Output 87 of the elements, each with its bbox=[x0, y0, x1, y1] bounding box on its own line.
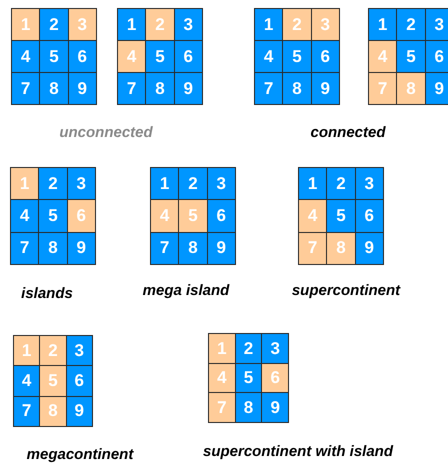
grid-cell: 6 bbox=[206, 199, 236, 233]
grid-cell: 2 bbox=[145, 8, 175, 41]
grid-cell: 5 bbox=[38, 199, 68, 233]
grid-cell: 3 bbox=[206, 167, 236, 200]
grid-cell: 7 bbox=[254, 72, 284, 105]
grid-cell: 8 bbox=[178, 232, 208, 265]
grid-cell: 7 bbox=[150, 232, 180, 265]
grid-cell: 9 bbox=[66, 232, 96, 265]
caption-text: connected bbox=[310, 123, 386, 143]
grid-cell: 7 bbox=[298, 232, 328, 265]
grid-cell: 4 bbox=[10, 199, 40, 233]
grid-cell: 7 bbox=[368, 72, 398, 105]
grid-cell: 5 bbox=[178, 199, 208, 233]
grid-cell: 8 bbox=[282, 72, 312, 105]
grid-cell: 1 bbox=[150, 167, 180, 200]
grid-cell: 3 bbox=[174, 8, 203, 41]
grid-cell: 3 bbox=[310, 8, 340, 41]
grid-cell: 8 bbox=[234, 392, 262, 424]
grid-cell: 5 bbox=[145, 40, 175, 73]
grid-cell: 2 bbox=[178, 167, 208, 200]
grid-cell: 9 bbox=[354, 232, 384, 265]
grid-cell: 5 bbox=[396, 40, 426, 73]
grid-cell: 2 bbox=[396, 8, 426, 41]
caption-text: supercontinent with island bbox=[203, 442, 393, 462]
caption-text: mega island bbox=[142, 281, 230, 301]
grid-cell: 3 bbox=[66, 167, 96, 200]
grid-cell: 5 bbox=[326, 199, 356, 233]
grid-cell: 2 bbox=[282, 8, 312, 41]
grid-cell: 4 bbox=[298, 199, 328, 233]
grid-cell: 9 bbox=[66, 396, 93, 427]
grid-cell: 6 bbox=[424, 40, 448, 73]
caption-text: unconnected bbox=[59, 123, 153, 143]
grid-cell: 7 bbox=[11, 72, 40, 105]
grid-cell: 1 bbox=[208, 333, 236, 364]
grid-cell: 4 bbox=[13, 365, 40, 397]
grid-cell: 7 bbox=[208, 392, 236, 424]
grid-cell: 4 bbox=[11, 40, 40, 73]
grid-cell: 6 bbox=[310, 40, 340, 73]
grid-cell: 5 bbox=[39, 40, 69, 73]
grid-cell: 8 bbox=[39, 396, 67, 427]
grid-cell: 1 bbox=[298, 167, 328, 200]
grid-cell: 1 bbox=[10, 167, 40, 200]
grid-cell: 4 bbox=[117, 40, 146, 73]
grid-cell: 8 bbox=[326, 232, 356, 265]
grid-cell: 8 bbox=[38, 232, 68, 265]
grid-cell: 1 bbox=[13, 335, 40, 366]
grid-cell: 7 bbox=[13, 396, 40, 427]
grid-cell: 5 bbox=[39, 365, 67, 397]
grid-cell: 4 bbox=[254, 40, 284, 73]
grid-cell: 4 bbox=[150, 199, 180, 233]
grid-cell: 6 bbox=[354, 199, 384, 233]
caption-text: supercontinent bbox=[292, 281, 400, 301]
grid-cell: 7 bbox=[10, 232, 40, 265]
caption-text: megacontinent bbox=[26, 445, 134, 465]
grid-cell: 9 bbox=[68, 72, 97, 105]
grid-cell: 2 bbox=[39, 335, 67, 366]
grid-cell: 9 bbox=[261, 392, 290, 424]
grid-cell: 2 bbox=[326, 167, 356, 200]
grid-cell: 6 bbox=[66, 199, 96, 233]
grid-cell: 3 bbox=[68, 8, 97, 41]
grid-cell: 8 bbox=[145, 72, 175, 105]
grid-cell: 8 bbox=[39, 72, 69, 105]
grid-cell: 6 bbox=[174, 40, 203, 73]
grid-cell: 9 bbox=[206, 232, 236, 265]
caption-text: islands bbox=[21, 284, 73, 304]
grid-cell: 3 bbox=[261, 333, 290, 364]
grid-cell: 1 bbox=[368, 8, 398, 41]
grid-cell: 6 bbox=[68, 40, 97, 73]
grid-cell: 5 bbox=[282, 40, 312, 73]
grid-cell: 6 bbox=[261, 362, 290, 394]
grid-cell: 4 bbox=[208, 362, 236, 394]
grid-cell: 2 bbox=[39, 8, 69, 41]
grid-cell: 9 bbox=[424, 72, 448, 105]
grid-cell: 3 bbox=[66, 335, 93, 366]
grid-cell: 1 bbox=[11, 8, 40, 41]
grid-cell: 3 bbox=[354, 167, 384, 200]
grid-cell: 1 bbox=[254, 8, 284, 41]
grid-cell: 1 bbox=[117, 8, 146, 41]
grid-cell: 2 bbox=[234, 333, 262, 364]
grid-cell: 4 bbox=[368, 40, 398, 73]
grid-cell: 3 bbox=[424, 8, 448, 41]
grid-cell: 6 bbox=[66, 365, 93, 397]
grid-cell: 7 bbox=[117, 72, 146, 105]
grid-cell: 2 bbox=[38, 167, 68, 200]
grid-cell: 8 bbox=[396, 72, 426, 105]
grid-cell: 9 bbox=[310, 72, 340, 105]
grid-cell: 9 bbox=[174, 72, 203, 105]
